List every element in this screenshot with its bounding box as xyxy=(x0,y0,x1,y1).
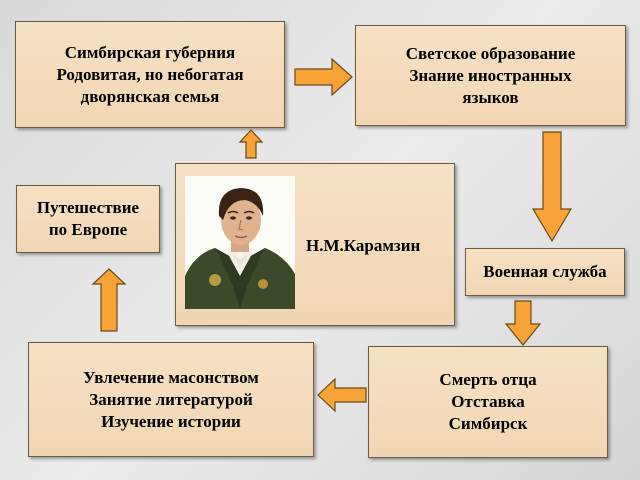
box-freemasonry-line-2: Занятие литературой xyxy=(89,389,253,409)
arrow-down-military xyxy=(504,300,542,346)
box-simbirsk-line-1: Симбирская губерния xyxy=(64,42,236,62)
box-travel-europe: Путешествие по Европе xyxy=(16,185,160,253)
portrait-karamzin xyxy=(185,176,295,309)
box-freemasonry: Увлечение масонством Занятие литературой… xyxy=(28,342,314,457)
box-freemasonry-line-3: Изучение истории xyxy=(101,411,241,431)
box-education-line-2: Знание иностранных xyxy=(409,65,572,85)
box-education-line-3: языков xyxy=(462,87,519,107)
box-death-line-1: Смерть отца xyxy=(439,370,537,389)
arrow-up-center xyxy=(238,129,264,159)
portrait-image xyxy=(185,176,295,309)
box-freemasonry-line-1: Увлечение масонством xyxy=(83,367,259,387)
box-travel-line-1: Путешествие xyxy=(36,198,140,217)
box-military-service: Военная служба xyxy=(465,248,625,296)
box-death-line-3: Симбирск xyxy=(448,414,528,433)
box-education: Светское образование Знание иностранных … xyxy=(355,25,626,126)
box-death-line-2: Отставка xyxy=(451,392,525,411)
box-simbirsk-origin: Симбирская губерния Родовитая, но небога… xyxy=(15,21,285,128)
center-name-label: Н.М.Карамзин xyxy=(306,236,421,255)
arrow-left-bottom xyxy=(317,377,367,413)
box-father-death: Смерть отца Отставка Симбирск xyxy=(368,346,608,458)
box-military-line-1: Военная служба xyxy=(483,262,607,281)
arrow-right-top xyxy=(294,57,353,97)
arrow-up-left xyxy=(91,268,127,332)
arrow-down-right xyxy=(531,131,573,243)
box-travel-line-2: по Европе xyxy=(48,220,128,239)
box-simbirsk-line-2: Родовитая, но небогатая xyxy=(56,64,244,84)
box-simbirsk-line-3: дворянская семья xyxy=(80,86,220,106)
box-education-line-1: Светское образование xyxy=(405,43,576,63)
